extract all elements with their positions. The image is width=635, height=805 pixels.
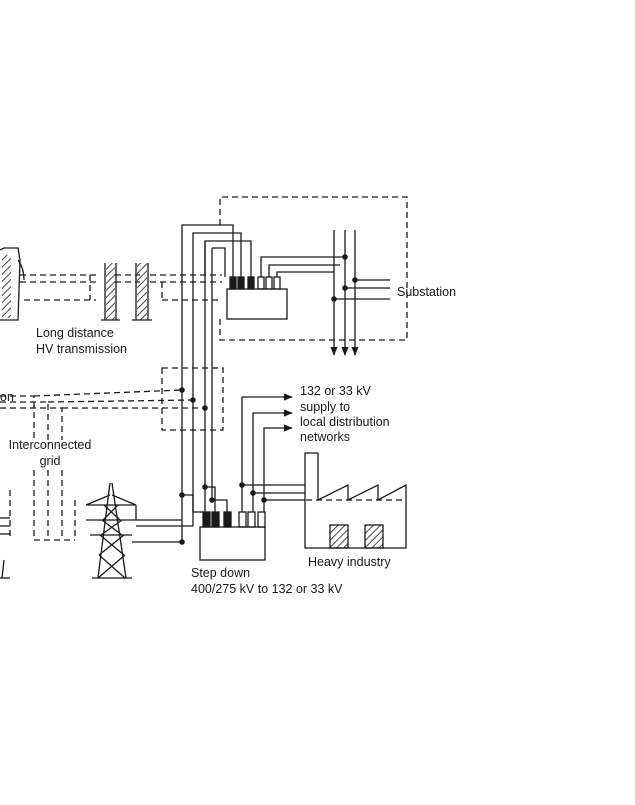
hv-transmission-lines [20,274,222,301]
left-tower-partial [0,247,25,321]
interconnected-grid-lines [0,389,205,541]
substation-busbar-connections [260,230,390,356]
pylon-feed-lines [132,505,193,543]
interconnected-label-line1: Interconnected [8,438,92,452]
supply-label-line1: 132 or 33 kV [300,384,371,398]
supply-label-line3: local distribution [300,415,390,429]
factory [304,452,407,549]
substation-enclosure [219,196,408,341]
step-down-transformer [182,486,266,561]
pylon [85,482,137,579]
supply-label-line2: supply to [300,400,351,414]
long-distance-label-line1: Long distance [36,326,114,340]
long-distance-label-line2: HV transmission [36,342,127,356]
step-down-outputs [241,393,305,512]
partial-left-label: on [0,390,14,404]
step-down-label-line1: Step down [191,566,251,580]
junction-dots [179,254,358,545]
step-down-label-line2: 400/275 kV to 132 or 33 kV [191,582,343,596]
transmission-tower-2 [132,263,152,321]
supply-label-line4: networks [300,430,351,444]
heavy-industry-label: Heavy industry [308,555,391,569]
left-pylon-partial [0,517,10,579]
substation-label: Substation [397,285,457,299]
interconnection-box [161,367,224,431]
transmission-tower-1 [101,263,120,321]
interconnected-label-line2: grid [39,454,61,468]
trunk-lines [181,224,252,542]
substation-transformer [226,276,288,320]
